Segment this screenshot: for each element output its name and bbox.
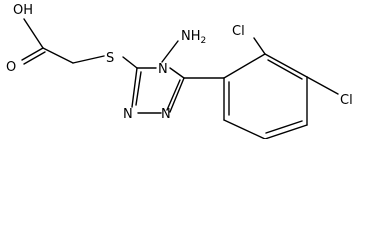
- bond-ph-c5-c6: [223, 119, 266, 139]
- carbonyl-oxygen-label: O: [6, 60, 16, 75]
- bond-c-ch2: [42, 47, 74, 64]
- bond-n4-nh2: [161, 40, 179, 63]
- bond-n2-c3-double-2: [135, 71, 142, 106]
- bond-c5-n1-double-1: [169, 77, 185, 113]
- bond-n4-c5: [169, 67, 185, 79]
- bonds: [21, 18, 339, 139]
- bond-c-oh: [23, 18, 44, 49]
- bond-ph-c2-c3-inner: [267, 59, 303, 80]
- amino-label-main: NH: [181, 29, 201, 44]
- bond-ph-c2-c3: [264, 53, 308, 78]
- ring-nitrogen-4-label: N: [158, 62, 168, 77]
- bond-c4-cl: [306, 76, 339, 95]
- bond-c-o-double-2: [23, 51, 46, 65]
- ring-nitrogen-1-label: N: [161, 107, 171, 122]
- bond-c2-cl: [253, 37, 266, 55]
- amino-label: NH2: [181, 29, 206, 46]
- atom-labels: OH O S NH2 N N N Cl Cl: [6, 3, 353, 122]
- bond-c5-n1-double-2: [166, 79, 181, 111]
- bond-c-o-double-1: [21, 47, 44, 61]
- chemical-structure-diagram: OH O S NH2 N N N Cl Cl: [6, 3, 353, 139]
- bond-s-c3: [122, 56, 138, 69]
- bond-ph-c4-c5: [264, 124, 308, 139]
- bond-ph-c1-c2: [223, 53, 266, 79]
- sulfur-label: S: [106, 51, 114, 66]
- bond-n2-c3-double-1: [131, 67, 138, 108]
- amino-label-subscript: 2: [201, 36, 207, 46]
- hydroxyl-label: OH: [13, 3, 33, 18]
- bond-ch2-s: [72, 55, 105, 64]
- bond-ph-c4-c5-inner: [265, 120, 303, 134]
- chlorine-para-label: Cl: [340, 93, 353, 108]
- chlorine-ortho-label: Cl: [232, 24, 245, 39]
- ring-nitrogen-2-label: N: [123, 107, 133, 122]
